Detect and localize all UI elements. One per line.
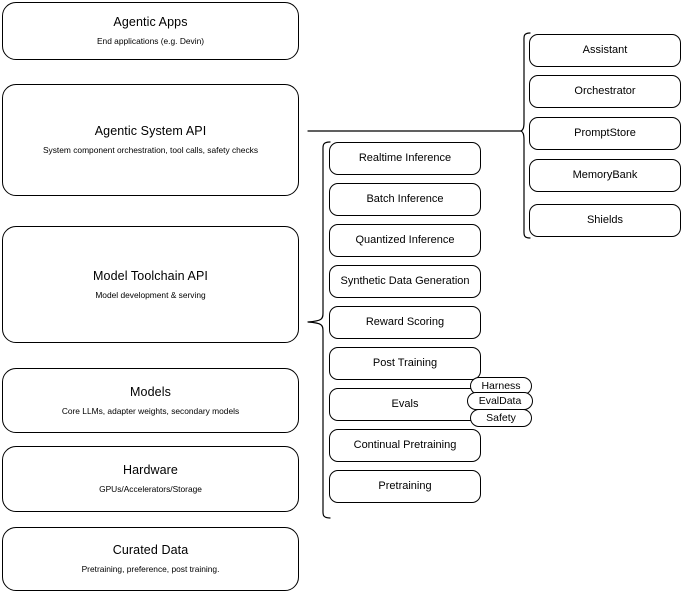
layer-box-agentic-system-api[interactable]: Agentic System API System component orch…	[2, 84, 299, 196]
capability-label: Post Training	[372, 356, 438, 369]
system-component-box-promptstore[interactable]: PromptStore	[529, 117, 681, 150]
capability-box-evals[interactable]: Evals	[329, 388, 481, 421]
layer-box-curated-data[interactable]: Curated Data Pretraining, preference, po…	[2, 527, 299, 591]
layer-box-models[interactable]: Models Core LLMs, adapter weights, secon…	[2, 368, 299, 433]
capability-label: Reward Scoring	[365, 315, 445, 328]
capability-box-quantized-inference[interactable]: Quantized Inference	[329, 224, 481, 257]
layer-box-agentic-apps[interactable]: Agentic Apps End applications (e.g. Devi…	[2, 2, 299, 60]
system-component-box-shields[interactable]: Shields	[529, 204, 681, 237]
system-component-label: PromptStore	[574, 126, 636, 139]
capability-label: Evals	[391, 397, 419, 410]
layer-subtitle: GPUs/Accelerators/Storage	[99, 484, 202, 495]
system-component-box-memorybank[interactable]: MemoryBank	[529, 159, 681, 192]
layer-box-hardware[interactable]: Hardware GPUs/Accelerators/Storage	[2, 446, 299, 512]
capability-label: Realtime Inference	[358, 151, 452, 164]
brace-toolchain-capabilities	[307, 141, 331, 519]
system-component-label: Orchestrator	[574, 84, 636, 97]
eval-badge-label: Safety	[486, 412, 516, 424]
layer-box-model-toolchain-api[interactable]: Model Toolchain API Model development & …	[2, 226, 299, 343]
capability-box-continual-pretraining[interactable]: Continual Pretraining	[329, 429, 481, 462]
capability-box-post-training[interactable]: Post Training	[329, 347, 481, 380]
capability-label: Quantized Inference	[355, 233, 455, 246]
system-component-box-orchestrator[interactable]: Orchestrator	[529, 75, 681, 108]
eval-badge-evaldata[interactable]: EvalData	[467, 392, 533, 410]
system-component-box-assistant[interactable]: Assistant	[529, 34, 681, 67]
layer-subtitle: End applications (e.g. Devin)	[96, 36, 205, 47]
capability-label: Pretraining	[378, 479, 432, 492]
layer-subtitle: System component orchestration, tool cal…	[42, 145, 259, 156]
system-component-label: Assistant	[582, 43, 628, 56]
capability-box-synthetic-data-generation[interactable]: Synthetic Data Generation	[329, 265, 481, 298]
layer-title: Hardware	[123, 463, 178, 478]
capability-box-realtime-inference[interactable]: Realtime Inference	[329, 142, 481, 175]
eval-badge-label: EvalData	[478, 395, 522, 407]
layer-subtitle: Pretraining, preference, post training.	[81, 564, 220, 575]
eval-badge-label: Harness	[481, 380, 521, 392]
layer-title: Agentic Apps	[113, 15, 188, 30]
system-component-label: Shields	[586, 213, 624, 226]
system-component-label: MemoryBank	[572, 168, 638, 181]
capability-box-batch-inference[interactable]: Batch Inference	[329, 183, 481, 216]
layer-title: Model Toolchain API	[93, 268, 208, 283]
layer-title: Models	[130, 384, 171, 399]
eval-badge-safety[interactable]: Safety	[470, 409, 532, 427]
capability-box-pretraining[interactable]: Pretraining	[329, 470, 481, 503]
capability-label: Synthetic Data Generation	[340, 274, 470, 287]
layer-title: Curated Data	[112, 543, 189, 558]
layer-subtitle: Core LLMs, adapter weights, secondary mo…	[61, 405, 240, 416]
capability-label: Batch Inference	[366, 192, 444, 205]
capability-box-reward-scoring[interactable]: Reward Scoring	[329, 306, 481, 339]
capability-label: Continual Pretraining	[353, 438, 457, 451]
layer-title: Agentic System API	[94, 124, 207, 139]
layer-subtitle: Model development & serving	[95, 289, 206, 300]
